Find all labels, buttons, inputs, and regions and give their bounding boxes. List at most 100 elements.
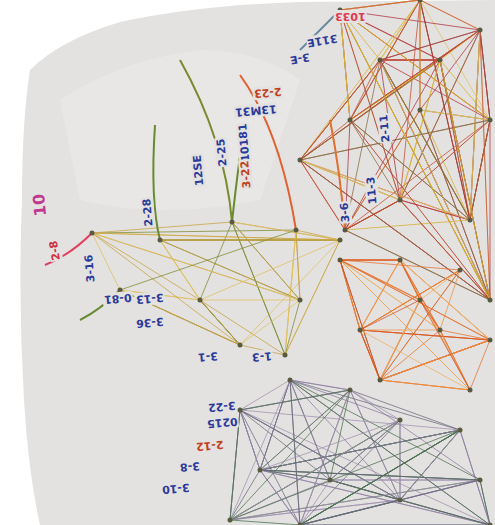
date-label: 0-81 (103, 290, 134, 306)
string (160, 240, 340, 241)
string (400, 30, 480, 200)
nail (488, 338, 493, 343)
string (300, 390, 350, 525)
string (340, 260, 400, 261)
string (240, 390, 350, 410)
date-label: 3-22 (207, 398, 238, 414)
nail (294, 228, 299, 233)
string-tail (180, 60, 232, 222)
string (330, 480, 490, 525)
string (92, 233, 300, 300)
string (360, 330, 490, 340)
nail (158, 238, 163, 243)
string (290, 380, 350, 390)
string (460, 430, 490, 525)
string (440, 330, 490, 340)
string (120, 290, 240, 345)
string (340, 260, 400, 261)
string (260, 470, 480, 480)
string (230, 390, 350, 520)
nail (468, 388, 473, 393)
string (380, 330, 440, 380)
nail (198, 298, 203, 303)
nail (348, 388, 353, 393)
string (340, 260, 400, 261)
string (380, 60, 440, 61)
string (350, 120, 470, 220)
string (470, 30, 480, 220)
string (340, 0, 420, 10)
string (300, 60, 380, 160)
string (290, 380, 480, 480)
strings (45, 0, 490, 525)
date-label: 3-36 (135, 314, 166, 330)
string (380, 380, 470, 390)
string (400, 260, 490, 340)
string (400, 200, 470, 220)
string (340, 260, 400, 261)
string (340, 10, 400, 200)
string (260, 390, 350, 470)
nail (343, 228, 348, 233)
string (350, 30, 480, 120)
string (300, 60, 380, 160)
string (200, 300, 240, 345)
string (300, 480, 480, 525)
string (340, 260, 440, 330)
date-label: 1033 (334, 10, 367, 23)
string (420, 0, 480, 30)
string (300, 390, 350, 525)
string (290, 380, 400, 420)
string (330, 480, 480, 481)
string (290, 380, 300, 525)
nail (238, 408, 243, 413)
string (420, 0, 470, 220)
string (340, 10, 490, 300)
string (260, 430, 460, 470)
nail (438, 58, 443, 63)
string (200, 300, 285, 355)
nail (348, 118, 353, 123)
string (300, 480, 480, 525)
board-glare (60, 50, 300, 210)
string (400, 200, 470, 220)
string (470, 30, 480, 220)
string (380, 60, 440, 61)
nail (228, 518, 233, 523)
string (300, 160, 490, 300)
nails (90, 0, 493, 525)
nail (298, 298, 303, 303)
string (160, 240, 300, 300)
string (240, 410, 400, 500)
string (240, 410, 400, 500)
string (420, 110, 490, 120)
date-label: 3-10 (161, 480, 192, 496)
string (440, 270, 460, 330)
nail (283, 353, 288, 358)
string (380, 30, 480, 60)
string (230, 420, 400, 520)
string (340, 10, 490, 120)
string (290, 380, 490, 525)
string (380, 300, 420, 380)
string (340, 260, 440, 330)
string (260, 430, 460, 470)
string (350, 120, 490, 300)
string (350, 390, 460, 430)
string (260, 470, 490, 525)
nail (298, 523, 303, 525)
date-label: 10 (30, 192, 50, 218)
string (300, 60, 380, 160)
string (360, 260, 400, 330)
string (350, 30, 480, 120)
string (400, 30, 480, 200)
string (360, 330, 490, 340)
string (260, 430, 460, 470)
string (400, 500, 490, 525)
nail (468, 218, 473, 223)
string (300, 430, 460, 525)
string (160, 240, 300, 300)
nail (398, 198, 403, 203)
string (360, 330, 440, 331)
